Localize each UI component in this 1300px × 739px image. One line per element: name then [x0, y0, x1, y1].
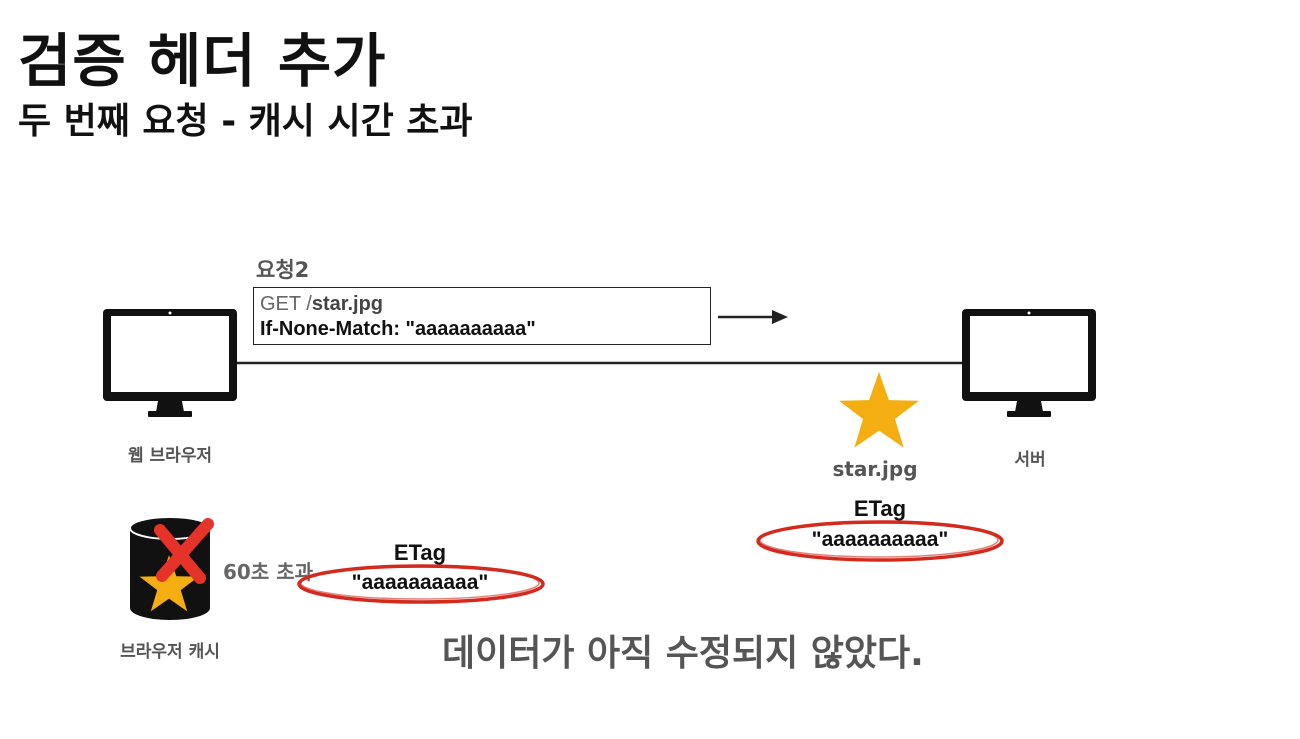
request-arrow-head [772, 310, 788, 324]
request-header-line: If-None-Match: "aaaaaaaaaa" [260, 318, 536, 340]
server-etag-label: ETag [853, 496, 907, 521]
page-subtitle: 두 번째 요청 - 캐시 시간 초과 [18, 101, 473, 142]
request-message-box: GET /star.jpg If-None-Match: "aaaaaaaaaa… [253, 287, 711, 345]
request-label: 요청2 [256, 258, 310, 282]
client-caption: 웹 브라우저 [127, 446, 213, 466]
cache-etag-value: "aaaaaaaaaa" [351, 571, 489, 594]
browser-cache-caption: 브라우저 캐시 [120, 642, 220, 662]
server-caption: 서버 [1014, 450, 1046, 470]
server-etag-highlight [756, 520, 1004, 562]
server-monitor-icon [962, 309, 1096, 417]
page-title: 검증 헤더 추가 [18, 27, 387, 95]
cache-expired-label: 60초 초과 [223, 560, 313, 584]
request-method-prefix: GET / [260, 293, 312, 315]
request-path: star.jpg [311, 293, 384, 315]
request-line: GET /star.jpg [260, 292, 704, 317]
cache-expired-cross-icon [154, 518, 214, 584]
cache-etag-highlight [297, 564, 545, 604]
client-monitor-icon [103, 309, 237, 417]
server-resource-name: star.jpg [832, 457, 918, 481]
cache-etag-label: ETag [393, 540, 447, 565]
star-image-icon [839, 371, 919, 448]
status-message: 데이터가 아직 수정되지 않았다. [442, 633, 924, 674]
server-etag-value: "aaaaaaaaaa" [811, 528, 949, 551]
